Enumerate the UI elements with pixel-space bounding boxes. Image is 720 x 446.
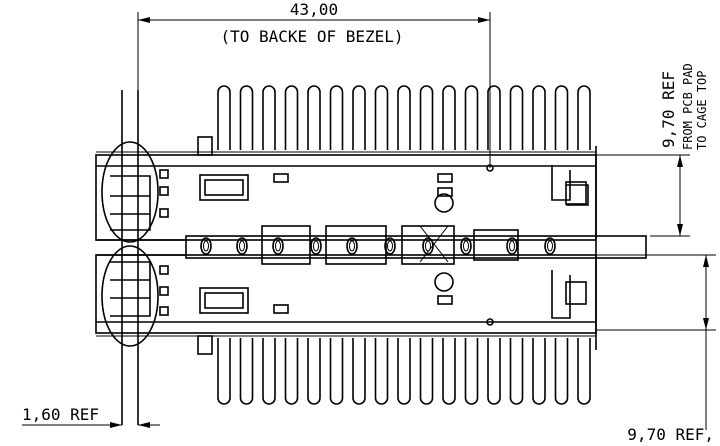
fin-bottom (329, 338, 344, 405)
fin-top (217, 85, 231, 150)
fin-bottom (554, 338, 569, 405)
dimension-value-bottom-left: 1,60 REF (22, 405, 99, 424)
fin-bottom (464, 338, 479, 405)
fin-top (374, 85, 389, 150)
dimension-right-lower: 9,70 REF, (596, 254, 716, 444)
fin-top (554, 85, 569, 150)
fin-bottom (577, 338, 591, 405)
fin-bottom (397, 338, 411, 405)
rail-contact-oval-inner (313, 240, 319, 252)
dimension-note-top: (TO BACKE OF BEZEL) (220, 27, 403, 46)
fin-top (419, 85, 434, 150)
rail-contact-oval-inner (239, 240, 245, 252)
fin-bottom (307, 338, 321, 405)
rail-contacts (200, 237, 556, 255)
rail-contact-oval (346, 237, 358, 255)
rail-contact-oval-inner (349, 240, 355, 252)
dimension-top-width: 43,00 (TO BACKE OF BEZEL) (137, 0, 491, 168)
rail-contact-oval-inner (203, 240, 209, 252)
fin-top (442, 85, 456, 150)
fin-bottom (509, 338, 524, 405)
dimension-right-upper: 9,70 REF FROM PCB PAD TO CAGE TOP (596, 63, 709, 237)
fin-top (487, 85, 501, 150)
rail-contact-oval-inner (275, 240, 281, 252)
fin-bottom (262, 338, 276, 405)
rail-contact-oval (272, 237, 284, 255)
fin-top (532, 85, 546, 150)
rail-contact-oval (310, 237, 322, 255)
rail-contact-oval (506, 237, 518, 255)
rail-contact-oval-inner (387, 240, 393, 252)
fin-bottom (532, 338, 546, 405)
dimension-note-right-line1: FROM PCB PAD (681, 63, 695, 150)
fin-bottom (419, 338, 434, 405)
rail-contact-oval (544, 237, 556, 255)
lower-cage (95, 254, 597, 337)
fin-top (239, 85, 254, 150)
rail-contact-oval-inner (509, 240, 515, 252)
fin-top (464, 85, 479, 150)
dimension-bottom-left: 1,60 REF (22, 405, 160, 428)
dimension-value-top: 43,00 (290, 0, 338, 19)
dimension-value-right-upper: 9,70 REF (659, 71, 678, 148)
rail-contact-oval (384, 237, 396, 255)
fin-top (307, 85, 321, 150)
heatsink-fins-bottom (217, 338, 591, 405)
bezel (96, 141, 186, 347)
upper-cage (95, 146, 597, 350)
fin-top (329, 85, 344, 150)
fin-bottom (284, 338, 299, 405)
fin-top (352, 85, 366, 150)
heatsink-fins-top (217, 85, 591, 150)
fin-top (509, 85, 524, 150)
rail-contact-oval-inner (463, 240, 469, 252)
center-rail (185, 225, 647, 265)
fin-top (577, 85, 591, 150)
fin-top (262, 85, 276, 150)
fin-top (284, 85, 299, 150)
rail-contact-oval-inner (547, 240, 553, 252)
fin-bottom (487, 338, 501, 405)
rail-contact-oval (422, 237, 434, 255)
fin-bottom (352, 338, 366, 405)
fin-bottom (217, 338, 231, 405)
dimension-note-right-line2: TO CAGE TOP (695, 71, 709, 150)
rail-contact-oval (460, 237, 472, 255)
rail-contact-oval-inner (425, 240, 431, 252)
fin-top (397, 85, 411, 150)
fin-bottom (239, 338, 254, 405)
rail-contact-oval (200, 237, 212, 255)
dimension-value-right-lower: 9,70 REF, (627, 425, 714, 444)
fin-bottom (442, 338, 456, 405)
rail-contact-oval (236, 237, 248, 255)
fin-bottom (374, 338, 389, 405)
